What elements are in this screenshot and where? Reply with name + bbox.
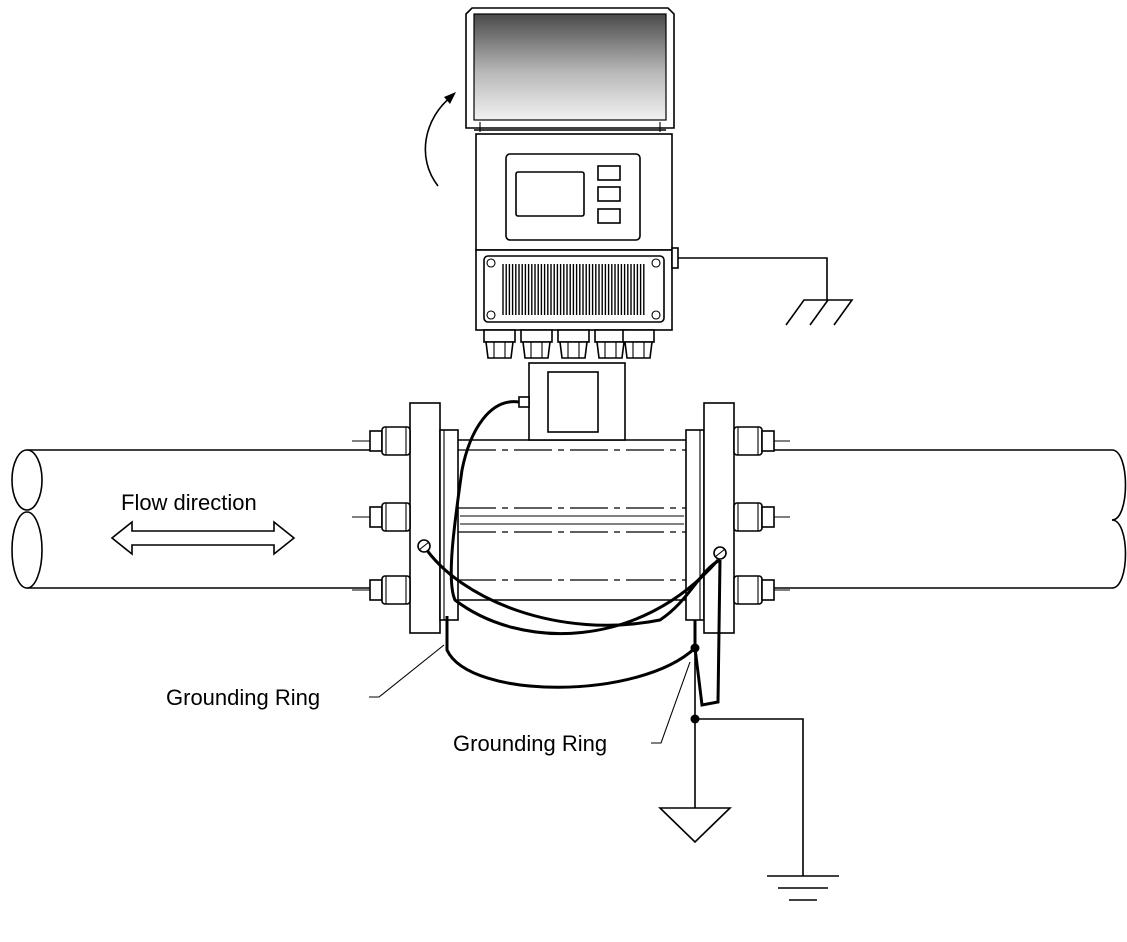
left-pipe [11, 449, 410, 589]
left-bolts [352, 426, 411, 605]
grounding-ring-right-label: Grounding Ring [453, 731, 607, 756]
right-bolts [733, 426, 790, 605]
cable-gland [594, 329, 627, 359]
cable-glands [483, 329, 655, 359]
flow-direction-arrow-icon [110, 520, 296, 556]
flow-direction-label: Flow direction [121, 490, 257, 515]
bolt [352, 575, 411, 605]
cable-gland [622, 329, 655, 359]
earth-ground-line [658, 648, 839, 901]
bolt [733, 426, 790, 456]
bolt [733, 575, 790, 605]
left-flange [409, 402, 459, 634]
grounding-ring-left-label: Grounding Ring [166, 685, 320, 710]
leader-lines [369, 644, 691, 744]
bolt [352, 502, 411, 532]
meter-body [458, 439, 686, 601]
grounding-wires [417, 400, 727, 707]
right-pipe [722, 449, 1127, 589]
transmitter-housing [465, 7, 679, 331]
cover-rotation-arrow-icon [424, 92, 456, 187]
cable-gland [557, 329, 590, 359]
meter-neck [518, 362, 626, 441]
vent-slots [502, 264, 645, 315]
bolt [352, 426, 411, 456]
right-flange [685, 402, 735, 634]
cable-gland [483, 329, 516, 359]
transmitter-ground-line [678, 257, 854, 326]
cable-gland [520, 329, 553, 359]
bolt [733, 502, 790, 532]
